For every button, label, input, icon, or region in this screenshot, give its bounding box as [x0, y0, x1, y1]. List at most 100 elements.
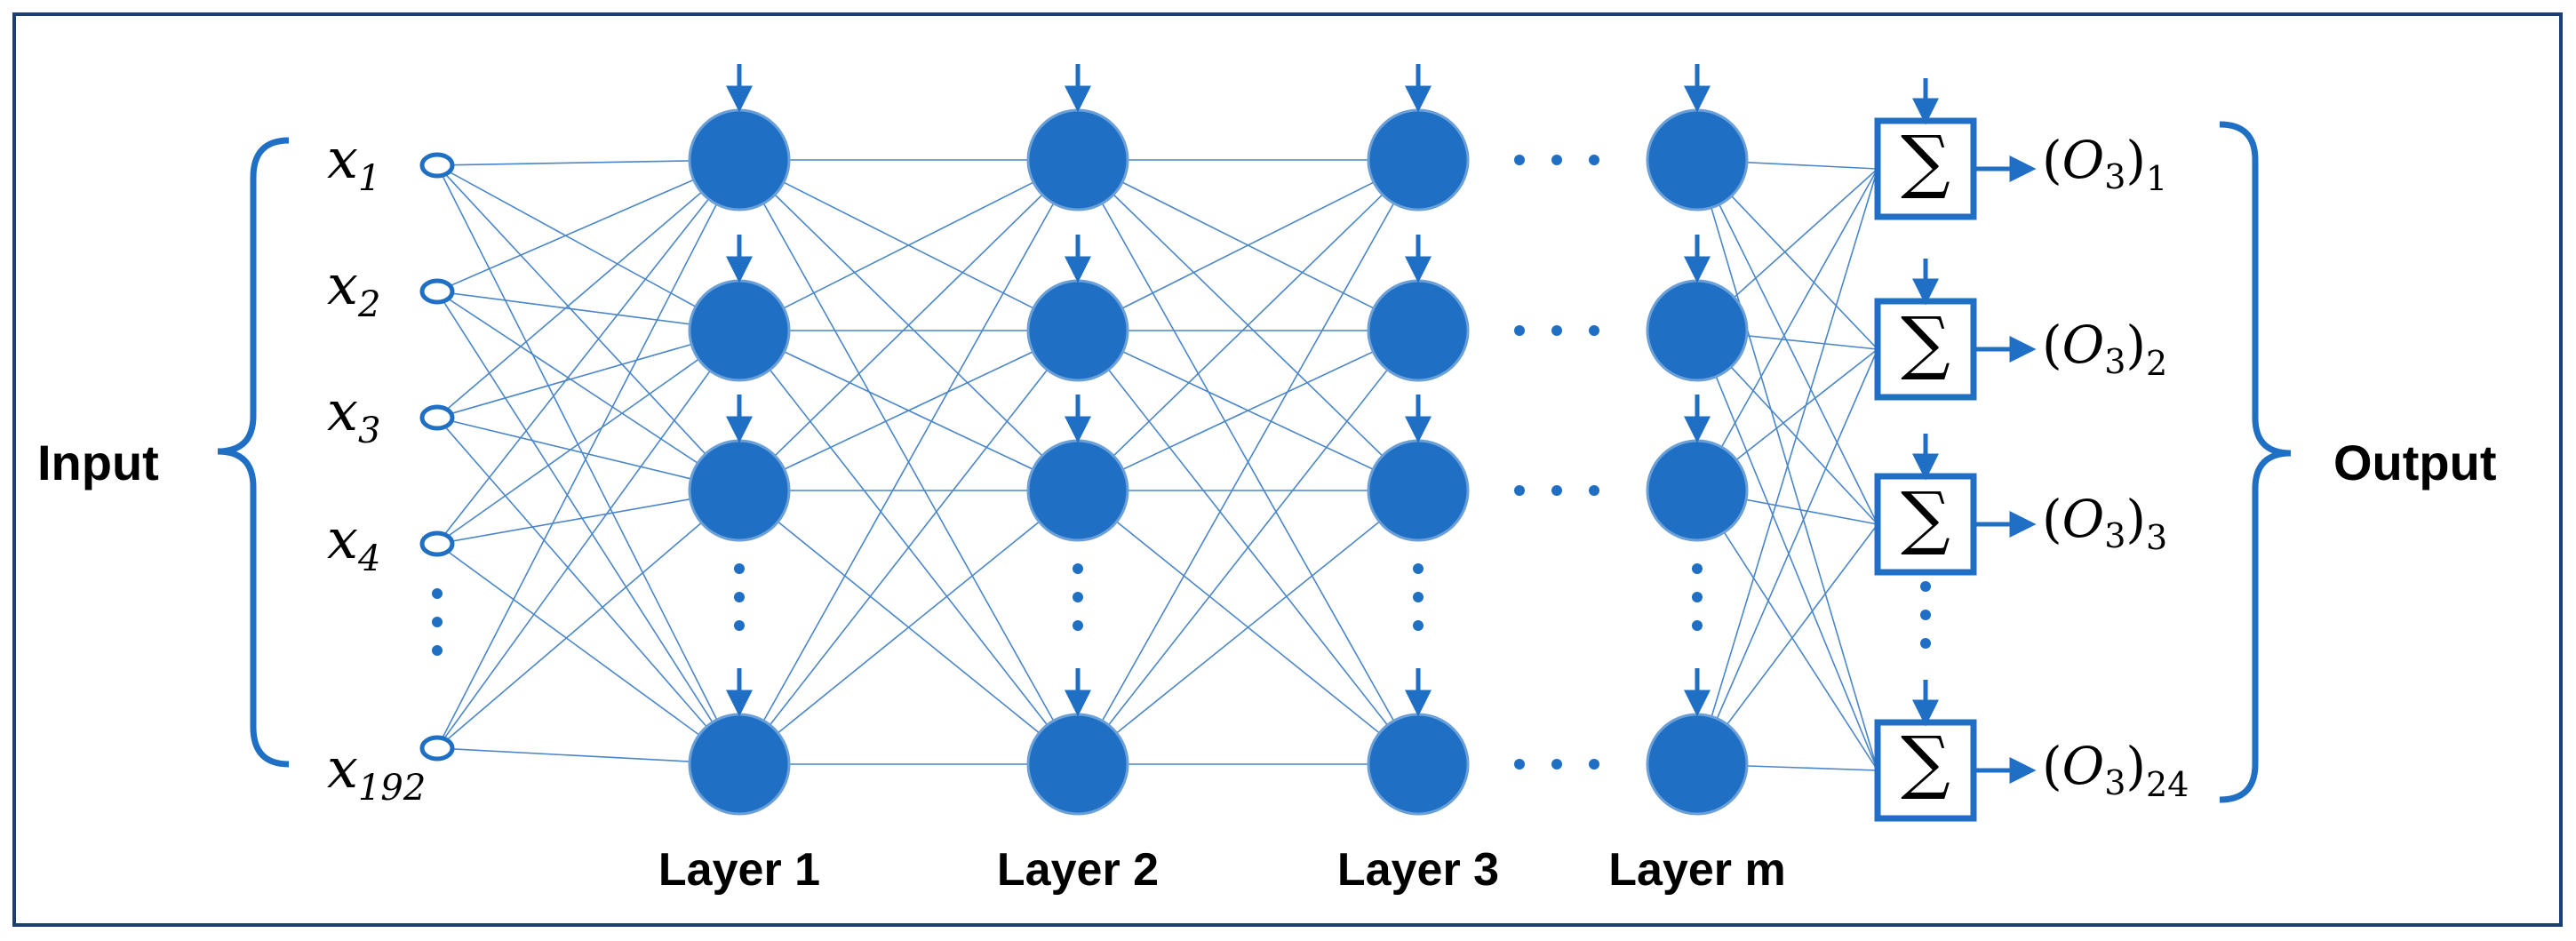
neuron-ellipsis-dot — [1413, 592, 1424, 602]
output-brace — [2219, 121, 2292, 803]
connection-line — [1077, 159, 1419, 491]
neuron — [1367, 713, 1470, 816]
input-brace — [217, 137, 290, 768]
sum-symbol-1: ∑ — [1901, 122, 1950, 202]
output-label-1: (O3)1 — [2042, 130, 2167, 198]
connection-line — [436, 164, 740, 491]
neuron-ellipsis-dot — [1073, 620, 1083, 631]
neuron-ellipsis-dot — [734, 592, 745, 602]
connection-line — [1696, 168, 1878, 491]
input-label-x2: x2 — [327, 252, 380, 325]
connection-line — [436, 490, 740, 545]
sum-symbol-24: ∑ — [1901, 722, 1950, 802]
connection-line — [436, 164, 740, 331]
layer-label-1: Layer 1 — [658, 844, 820, 896]
neuron — [1367, 108, 1470, 211]
layer-ellipsis-dot — [1589, 485, 1599, 496]
input-node — [419, 530, 455, 557]
neuron — [1646, 279, 1749, 382]
neuron — [1646, 439, 1749, 542]
connection-line — [436, 164, 740, 765]
neuron — [1026, 279, 1129, 382]
neuron — [688, 279, 791, 382]
connection-line — [738, 159, 1079, 491]
connection-line — [1077, 159, 1419, 331]
input-variable-labels: x1 x2 x3 x4 x192 — [327, 126, 426, 809]
input-node — [419, 152, 455, 179]
sum-box — [1874, 719, 1977, 822]
connection-line — [738, 490, 1079, 765]
neuron — [1026, 439, 1129, 542]
input-label-x3: x3 — [327, 379, 380, 451]
connection-line — [738, 330, 1079, 491]
neuron-ellipsis-dot — [1692, 563, 1703, 574]
neuron-ellipsis-dot — [1692, 620, 1703, 631]
input-node — [419, 735, 455, 762]
neuron-ellipsis-dot — [1073, 592, 1083, 602]
layer-ellipsis-dot — [1514, 155, 1525, 165]
layer-labels: Layer 1 Layer 2 Layer 3 Layer m — [658, 844, 1786, 896]
connection-line — [436, 330, 740, 419]
input-ellipsis-dot — [432, 588, 443, 599]
input-label-x192: x192 — [327, 736, 426, 809]
connection-line — [436, 291, 740, 491]
layer-ellipsis-dot — [1551, 325, 1562, 336]
connection-line — [738, 159, 1079, 331]
neuron — [1646, 713, 1749, 816]
connection-line — [436, 543, 740, 765]
layer-label-m: Layer m — [1608, 844, 1785, 896]
sum-ellipsis-dot — [1920, 610, 1931, 620]
connection-line — [1077, 159, 1419, 765]
neuron-ellipsis-dot — [1413, 563, 1424, 574]
sum-ellipsis-dot — [1920, 581, 1931, 592]
connection-line — [738, 330, 1079, 765]
connection-line — [436, 159, 740, 419]
layer-ellipsis-dot — [1514, 759, 1525, 770]
connection-line — [1696, 490, 1878, 771]
input-node — [419, 404, 455, 431]
input-ellipsis-dot — [432, 645, 443, 656]
sum-symbol-2: ∑ — [1901, 303, 1950, 383]
connection-line — [436, 490, 740, 749]
sum-ellipsis-dot — [1920, 638, 1931, 649]
neuron — [1367, 439, 1470, 542]
connection-line — [1696, 168, 1878, 765]
sum-symbol-3: ∑ — [1901, 478, 1950, 558]
output-label-24: (O3)24 — [2042, 736, 2189, 804]
layer-ellipsis-dot — [1589, 155, 1599, 165]
input-label-x1: x1 — [327, 126, 380, 199]
decorations — [432, 64, 2037, 784]
connection-line — [1696, 348, 1878, 765]
neuron — [688, 108, 791, 211]
layer-ellipsis-dot — [1551, 759, 1562, 770]
input-label-x4: x4 — [327, 506, 380, 579]
input-ellipsis-dot — [432, 617, 443, 627]
connection-line — [436, 159, 740, 545]
layer-ellipsis-dot — [1589, 325, 1599, 336]
connection-line — [738, 159, 1079, 765]
layer-ellipsis-dot — [1551, 155, 1562, 165]
connection-line — [1077, 330, 1419, 491]
layer-ellipsis-dot — [1589, 759, 1599, 770]
input-node — [419, 278, 455, 305]
connection-line — [436, 159, 740, 749]
sum-symbols: ∑ ∑ ∑ ∑ — [1901, 122, 1950, 802]
layer-label-3: Layer 3 — [1337, 844, 1499, 896]
connection-line — [436, 291, 740, 765]
neuron-ellipsis-dot — [1413, 620, 1424, 631]
layer-ellipsis-dot — [1514, 485, 1525, 496]
neuron — [1646, 108, 1749, 211]
neuron — [1026, 713, 1129, 816]
input-label: Input — [37, 435, 159, 490]
layer-label-2: Layer 2 — [997, 844, 1159, 896]
output-label-2: (O3)2 — [2042, 315, 2167, 383]
layer-ellipsis-dot — [1514, 325, 1525, 336]
output-labels: (O3)1 (O3)2 (O3)3 (O3)24 — [2042, 130, 2189, 804]
neuron — [1026, 108, 1129, 211]
layer-ellipsis-dot — [1551, 485, 1562, 496]
neuron-ellipsis-dot — [734, 563, 745, 574]
connection-line — [1077, 490, 1419, 765]
connection-line — [436, 330, 740, 545]
